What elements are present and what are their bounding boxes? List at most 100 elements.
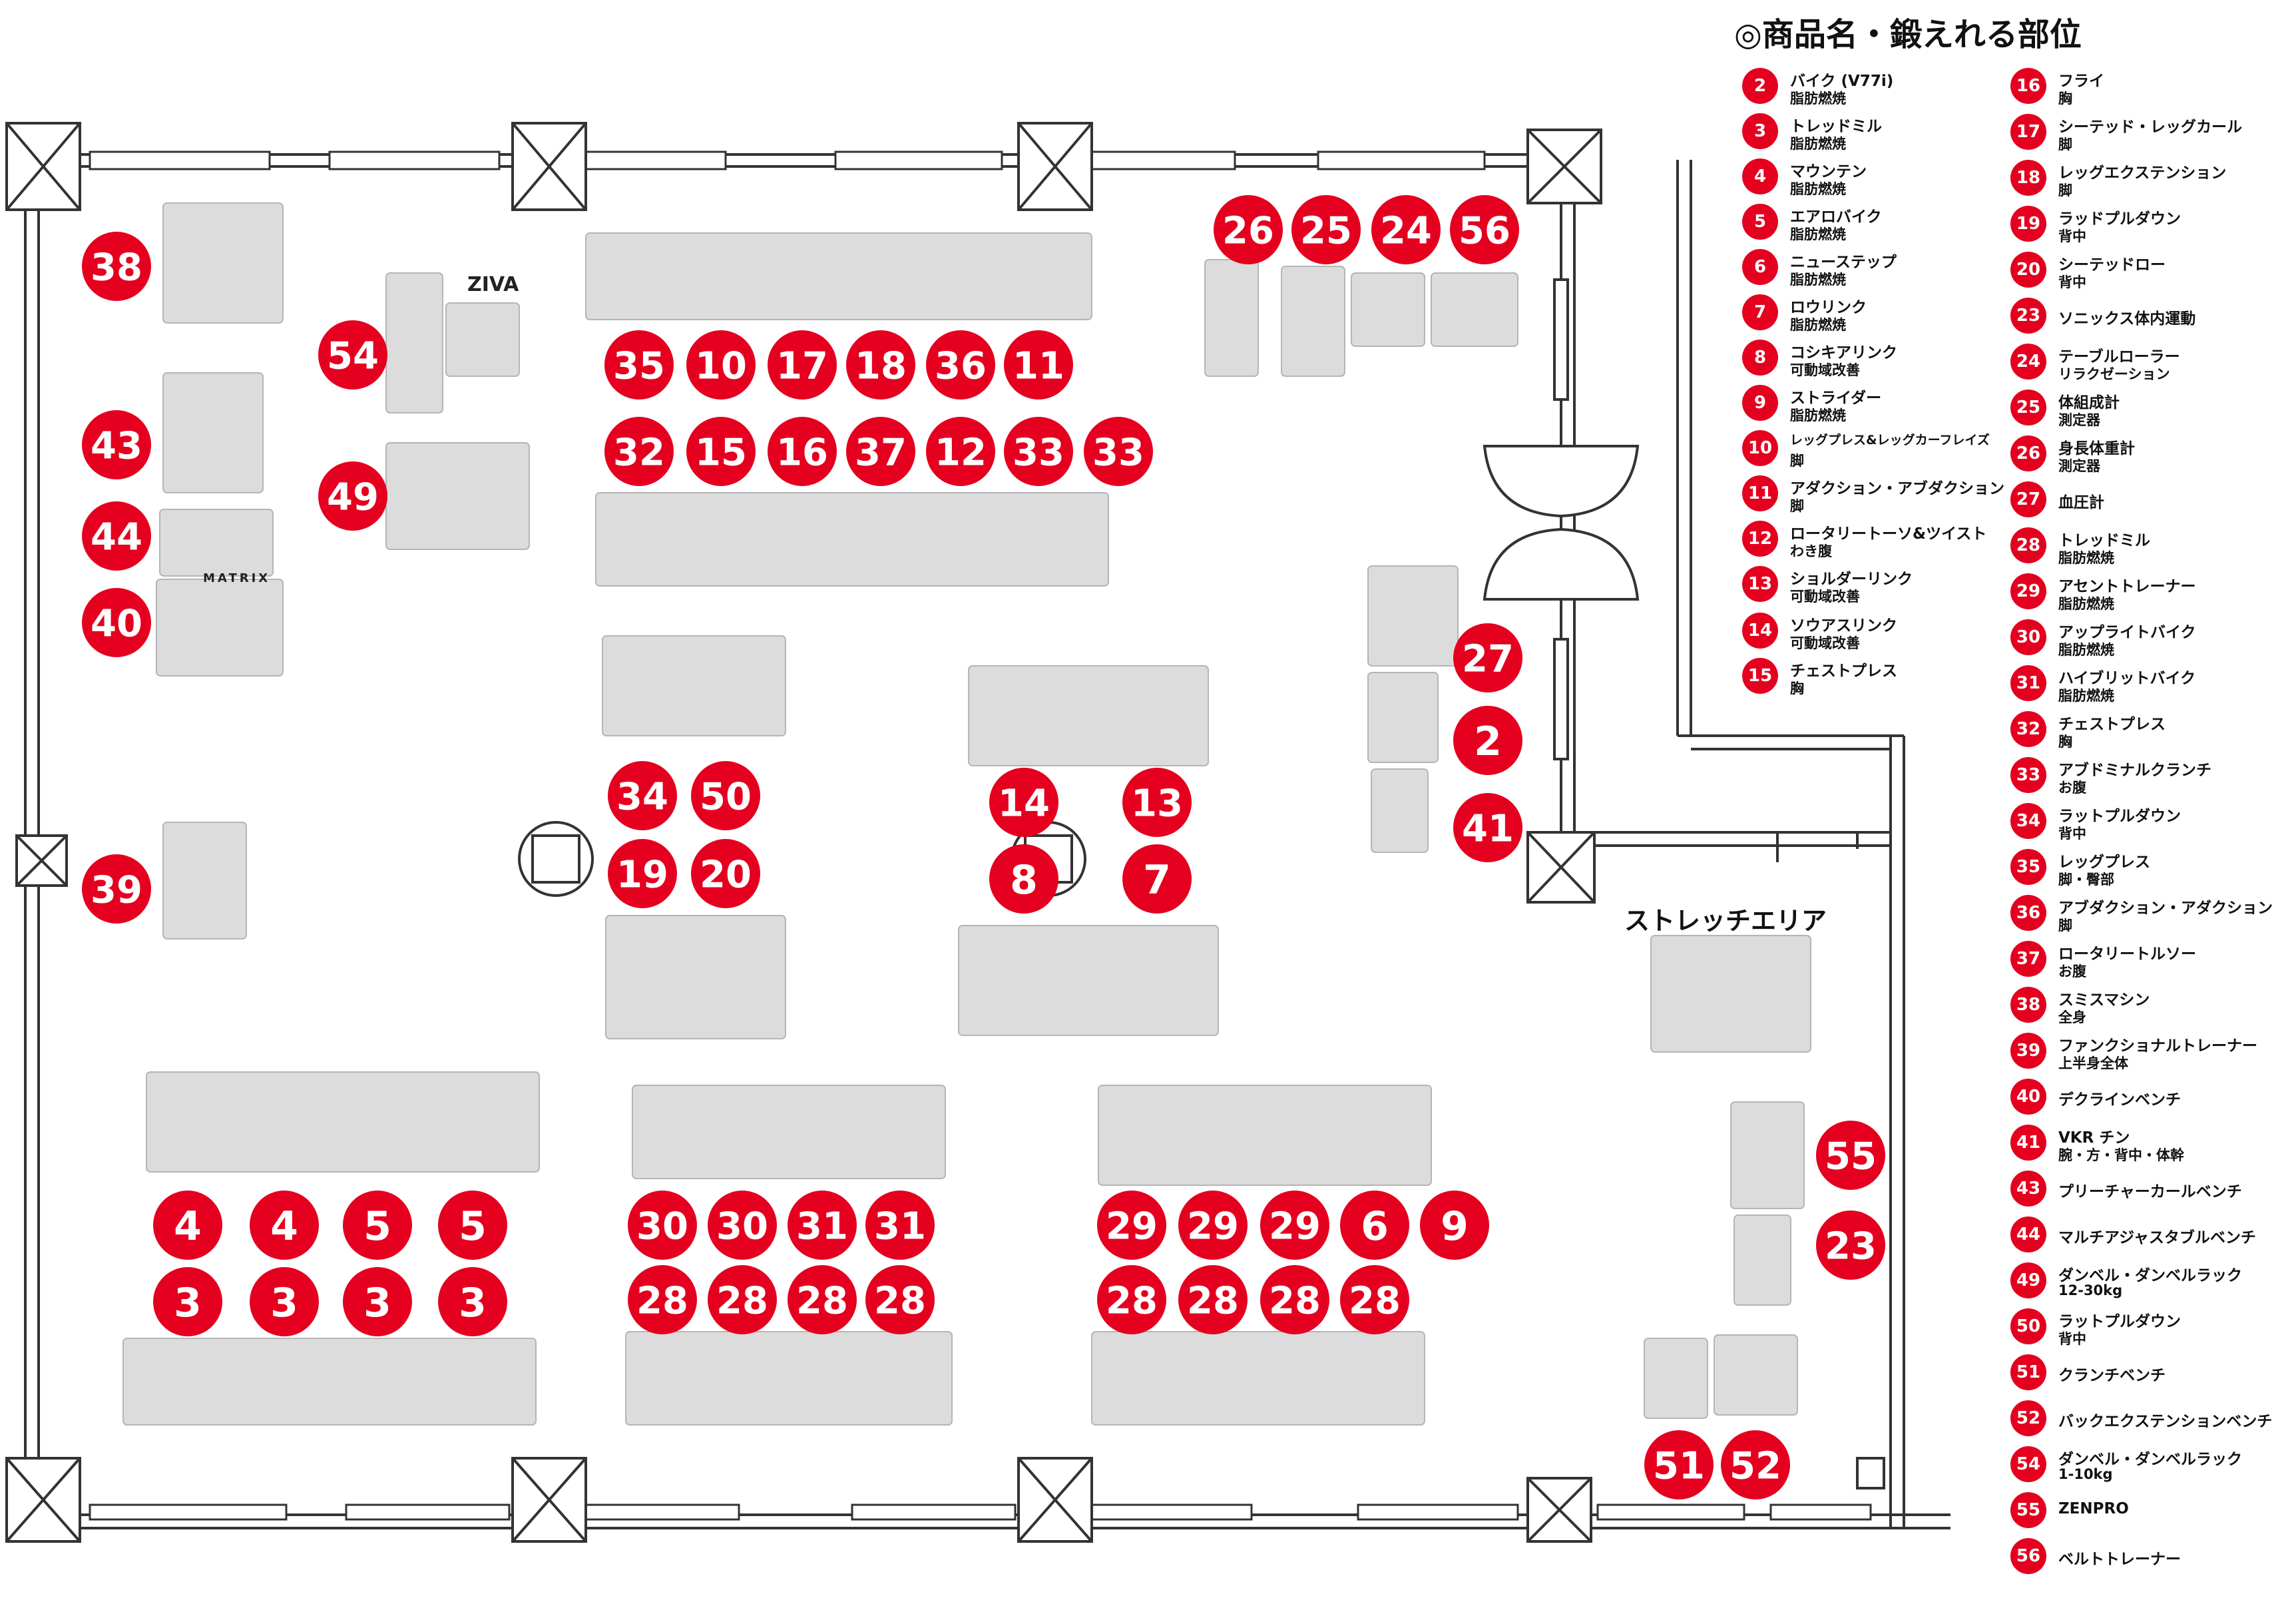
marker-circle — [788, 1265, 857, 1334]
marker-circle — [989, 768, 1058, 837]
legend-number-badge: 51 — [2010, 1354, 2046, 1390]
marker-circle — [1721, 1430, 1790, 1499]
legend-body-part: 腕・方・背中・体幹 — [2058, 1147, 2184, 1163]
marker-44: 44 — [82, 501, 151, 571]
marker-6: 6 — [1340, 1191, 1409, 1260]
legend-equipment-name: アダクション・アブダクション — [1790, 480, 2004, 497]
marker-29: 29 — [1097, 1191, 1166, 1260]
marker-label: 39 — [91, 869, 142, 912]
legend-number-badge: 25 — [2010, 390, 2046, 425]
legend-number-badge: 40 — [2010, 1079, 2046, 1115]
equipment-images — [122, 202, 1811, 1426]
legend-body-part: 1-10kg — [2058, 1466, 2113, 1482]
marker-label: 5 — [459, 1203, 487, 1250]
legend-equipment-name: マウンテン — [1790, 163, 1867, 180]
legend-number-badge: 49 — [2010, 1262, 2046, 1298]
marker-circle — [1450, 195, 1519, 264]
marker-3: 3 — [343, 1267, 412, 1336]
marker-circle — [1816, 1211, 1885, 1280]
marker-31: 31 — [865, 1191, 935, 1260]
legend-body-part: 脂肪燃焼 — [2058, 550, 2114, 566]
marker-circle — [82, 232, 151, 301]
marker-circle — [1260, 1265, 1329, 1334]
marker-8: 8 — [989, 844, 1058, 914]
marker-circle — [1291, 195, 1361, 264]
marker-label: 19 — [616, 854, 668, 897]
marker-label: 13 — [1131, 782, 1183, 826]
marker-circle — [708, 1191, 777, 1260]
marker-circle — [1122, 844, 1192, 914]
marker-label: 24 — [1380, 210, 1432, 253]
marker-circle — [1420, 1191, 1489, 1260]
marker-20: 20 — [691, 839, 760, 908]
marker-28: 28 — [708, 1265, 777, 1334]
legend-equipment-name: アブダクション・アダクション — [2058, 900, 2273, 917]
stretch-area-label: ストレッチエリア — [1624, 906, 1827, 936]
marker-circle — [1214, 195, 1283, 264]
legend-equipment-name: アップライトバイク — [2058, 624, 2196, 641]
marker-25: 25 — [1291, 195, 1361, 264]
marker-label: 28 — [1187, 1280, 1239, 1323]
marker-label: 50 — [700, 776, 752, 819]
marker-label: 33 — [1092, 431, 1144, 475]
marker-label: 14 — [998, 782, 1050, 826]
legend-equipment-name: テーブルローラー — [2058, 348, 2180, 366]
legend-equipment-name: フライ — [2058, 73, 2104, 90]
marker-17: 17 — [768, 330, 837, 400]
legend-body-part: 脂肪燃焼 — [2058, 688, 2114, 704]
legend-number-badge: 7 — [1742, 294, 1778, 330]
marker-7: 7 — [1122, 844, 1192, 914]
marker-5: 5 — [343, 1191, 412, 1260]
marker-38: 38 — [82, 232, 151, 301]
marker-label: 29 — [1187, 1205, 1239, 1248]
legend-number-badge: 54 — [2010, 1446, 2046, 1482]
marker-label: 25 — [1300, 210, 1352, 253]
marker-31: 31 — [788, 1191, 857, 1260]
marker-32: 32 — [604, 417, 674, 486]
marker-28: 28 — [1097, 1265, 1166, 1334]
legend-equipment-name: ロータリートーソ&ツイスト — [1790, 525, 1987, 543]
marker-9: 9 — [1420, 1191, 1489, 1260]
marker-circle — [1453, 623, 1522, 692]
legend-number-badge: 56 — [2010, 1538, 2046, 1574]
legend-equipment-name: シーテッドロー — [2058, 256, 2166, 274]
legend-body-part: リラクゼーション — [2058, 366, 2170, 382]
marker-label: 8 — [1010, 857, 1038, 904]
marker-28: 28 — [788, 1265, 857, 1334]
legend-body-part: 胸 — [2058, 734, 2072, 750]
legend-equipment-name: シーテッド・レッグカール — [2058, 119, 2242, 136]
marker-circle — [82, 501, 151, 571]
legend-number-badge: 17 — [2010, 114, 2046, 150]
legend-body-part: 脂肪燃焼 — [1790, 91, 1846, 107]
legend-number-badge: 35 — [2010, 849, 2046, 885]
legend-equipment-name: ダンベル・ダンベルラック — [2058, 1451, 2242, 1468]
marker-29: 29 — [1178, 1191, 1248, 1260]
marker-37: 37 — [846, 417, 915, 486]
legend-number-badge: 15 — [1742, 658, 1778, 694]
marker-label: 3 — [363, 1280, 391, 1326]
legend-title: ◎商品名・鍛えれる部位 — [1734, 16, 2082, 53]
legend-number-badge: 14 — [1742, 613, 1778, 649]
marker-label: 26 — [1222, 210, 1274, 253]
marker-54: 54 — [318, 320, 387, 390]
legend-body-part: 脂肪燃焼 — [2058, 596, 2114, 612]
legend-body-part: お腹 — [2058, 780, 2086, 796]
legend-number-badge: 38 — [2010, 987, 2046, 1023]
marker-circle — [438, 1191, 507, 1260]
marker-label: 15 — [695, 431, 747, 475]
legend-equipment-name: レッグエクステンション — [2058, 164, 2227, 182]
legend-body-part: 背中 — [2058, 826, 2086, 842]
